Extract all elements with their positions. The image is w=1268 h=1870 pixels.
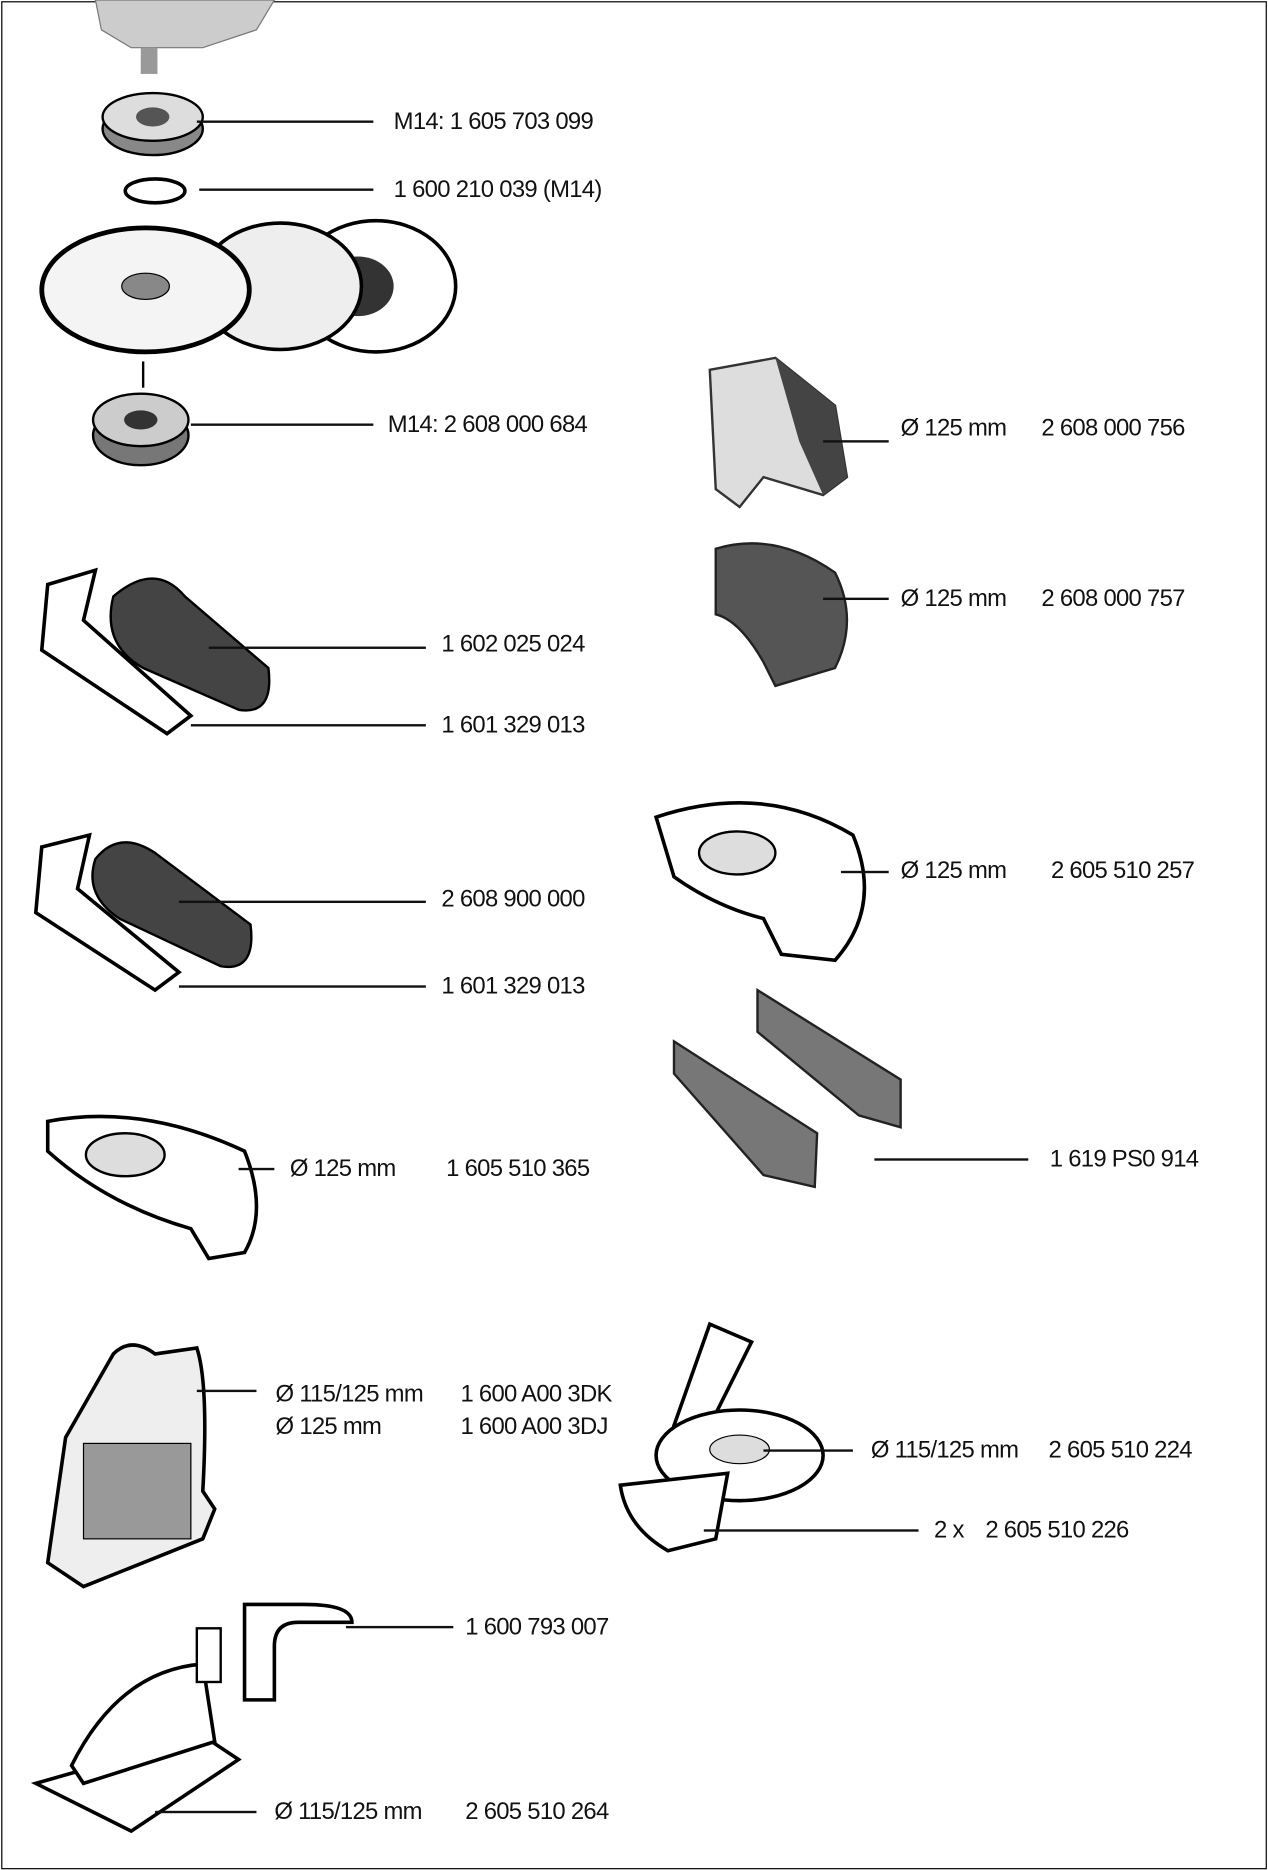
part-number: 1 601 329 013 bbox=[441, 973, 585, 1000]
guard-257-illustration bbox=[653, 801, 867, 963]
leader-line bbox=[196, 1389, 257, 1393]
extraction-guard-224-illustration bbox=[618, 1321, 825, 1553]
grinder-head-illustration bbox=[94, 0, 276, 74]
part-size: Ø 115/125 mm bbox=[275, 1381, 424, 1408]
guard-756-illustration bbox=[708, 356, 849, 509]
leader-line bbox=[763, 1449, 853, 1452]
leader-line bbox=[178, 900, 426, 904]
leader-line bbox=[199, 188, 374, 191]
leader-line bbox=[823, 440, 889, 443]
cutting-guard-264-illustration bbox=[30, 1602, 354, 1834]
part-number: 2 608 000 756 bbox=[1041, 415, 1185, 442]
filter-illustration bbox=[672, 987, 902, 1189]
part-number: 2 608 000 757 bbox=[1041, 585, 1185, 612]
leader-line bbox=[208, 646, 426, 649]
leader-line bbox=[238, 1167, 275, 1171]
leader-line bbox=[190, 423, 374, 426]
leader-line bbox=[196, 120, 374, 123]
guard-757-illustration bbox=[714, 542, 849, 688]
part-number: 1 600 210 039 (M14) bbox=[393, 176, 603, 203]
guard-365-illustration bbox=[45, 1114, 259, 1261]
extraction-hood-illustration bbox=[45, 1343, 217, 1589]
part-number: 1 600 A00 3DJ bbox=[460, 1413, 608, 1440]
leader-line bbox=[823, 597, 889, 601]
part-size: Ø 125 mm bbox=[289, 1155, 396, 1183]
part-number: 2 605 510 257 bbox=[1050, 857, 1195, 884]
clamping-nut-illustration bbox=[91, 392, 190, 467]
part-number: 2 605 510 226 bbox=[985, 1517, 1129, 1544]
part-size: Ø 125 mm bbox=[275, 1413, 382, 1440]
part-size: Ø 115/125 mm bbox=[870, 1437, 1019, 1464]
discs-illustration bbox=[39, 218, 458, 355]
leader-line bbox=[345, 1625, 454, 1629]
part-number: 2 605 510 224 bbox=[1048, 1437, 1193, 1464]
part-number: 1 601 329 013 bbox=[441, 712, 585, 739]
handle-1-illustration bbox=[39, 567, 271, 736]
part-number: 2 608 900 000 bbox=[441, 886, 585, 913]
part-quantity: 2 x bbox=[934, 1517, 964, 1544]
leader-line bbox=[840, 870, 889, 874]
part-size: Ø 125 mm bbox=[900, 585, 1007, 612]
part-number: 1 602 025 024 bbox=[441, 631, 585, 658]
leader-line bbox=[190, 724, 426, 727]
o-ring-illustration bbox=[123, 177, 187, 205]
handle-2-illustration bbox=[33, 832, 253, 993]
part-number: M14: 2 608 000 684 bbox=[387, 411, 588, 438]
part-number: M14: 1 605 703 099 bbox=[393, 108, 594, 135]
part-size: Ø 125 mm bbox=[900, 857, 1007, 884]
leader-line bbox=[874, 1158, 1029, 1161]
part-number: 1 600 A00 3DK bbox=[460, 1381, 612, 1408]
part-number: 1 600 793 007 bbox=[465, 1613, 609, 1641]
leader-line bbox=[155, 1810, 257, 1814]
part-number: 1 605 510 365 bbox=[446, 1155, 590, 1183]
part-number: 2 605 510 264 bbox=[465, 1798, 609, 1826]
part-number: 1 619 PS0 914 bbox=[1049, 1146, 1199, 1173]
leader-line bbox=[178, 985, 426, 988]
leader-line bbox=[703, 1529, 919, 1532]
flange-illustration bbox=[101, 91, 204, 157]
part-size: Ø 115/125 mm bbox=[274, 1798, 422, 1826]
part-size: Ø 125 mm bbox=[900, 415, 1007, 442]
